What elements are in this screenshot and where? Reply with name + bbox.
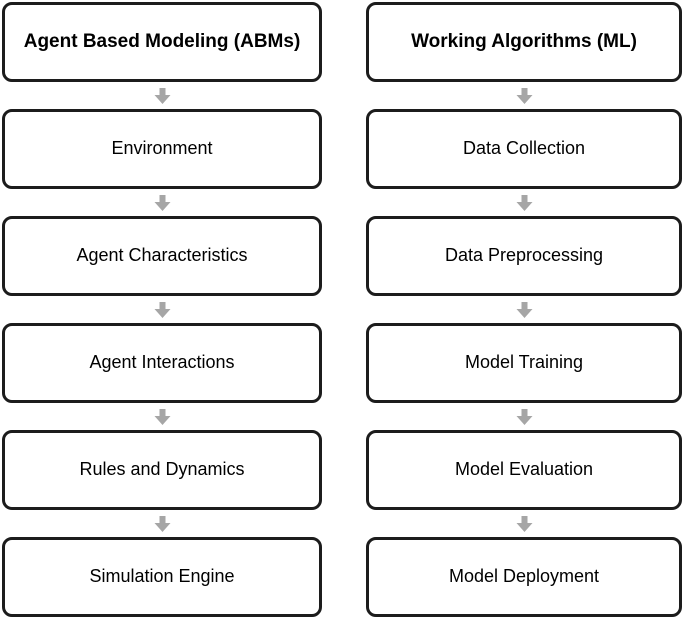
flow-box-label: Agent Based Modeling (ABMs) xyxy=(23,30,301,52)
flow-box-rules-and-dynamics: Rules and Dynamics xyxy=(2,430,322,510)
arrow-row xyxy=(2,189,322,216)
flow-box-model-evaluation: Model Evaluation xyxy=(366,430,682,510)
arrow-row xyxy=(366,189,682,216)
down-arrow-icon xyxy=(154,515,170,532)
flow-box-simulation-engine: Simulation Engine xyxy=(2,537,322,617)
arrow-row xyxy=(2,82,322,109)
down-arrow-icon xyxy=(154,301,170,318)
flow-box-label: Data Collection xyxy=(462,138,586,159)
flow-box-label: Agent Characteristics xyxy=(76,245,248,266)
column-working-algorithms-ml: Working Algorithms (ML) Data Collection … xyxy=(366,0,682,617)
flow-box-agent-characteristics: Agent Characteristics xyxy=(2,216,322,296)
flow-box-model-deployment: Model Deployment xyxy=(366,537,682,617)
flow-box-label: Data Preprocessing xyxy=(444,245,604,266)
down-arrow-icon xyxy=(154,194,170,211)
flow-box-model-training: Model Training xyxy=(366,323,682,403)
arrow-row xyxy=(366,510,682,537)
flow-box-header-ml: Working Algorithms (ML) xyxy=(366,2,682,82)
flow-box-label: Model Deployment xyxy=(448,566,600,587)
flow-box-label: Simulation Engine xyxy=(89,566,235,587)
flow-box-label: Working Algorithms (ML) xyxy=(411,30,637,52)
down-arrow-icon xyxy=(516,87,532,104)
arrow-row xyxy=(366,82,682,109)
flow-box-label: Model Training xyxy=(464,352,584,373)
down-arrow-icon xyxy=(516,301,532,318)
flow-box-agent-interactions: Agent Interactions xyxy=(2,323,322,403)
flow-box-header-abm: Agent Based Modeling (ABMs) xyxy=(2,2,322,82)
arrow-row xyxy=(2,296,322,323)
flow-box-label: Rules and Dynamics xyxy=(79,459,245,480)
flow-box-environment: Environment xyxy=(2,109,322,189)
arrow-row xyxy=(2,403,322,430)
down-arrow-icon xyxy=(516,194,532,211)
down-arrow-icon xyxy=(516,515,532,532)
flow-box-data-collection: Data Collection xyxy=(366,109,682,189)
flow-box-label: Environment xyxy=(111,138,213,159)
down-arrow-icon xyxy=(154,87,170,104)
flow-box-label: Model Evaluation xyxy=(454,459,594,480)
down-arrow-icon xyxy=(154,408,170,425)
arrow-row xyxy=(366,403,682,430)
arrow-row xyxy=(2,510,322,537)
column-agent-based-modeling: Agent Based Modeling (ABMs) Environment … xyxy=(2,0,322,617)
flow-box-data-preprocessing: Data Preprocessing xyxy=(366,216,682,296)
arrow-row xyxy=(366,296,682,323)
flow-box-label: Agent Interactions xyxy=(89,352,235,373)
down-arrow-icon xyxy=(516,408,532,425)
